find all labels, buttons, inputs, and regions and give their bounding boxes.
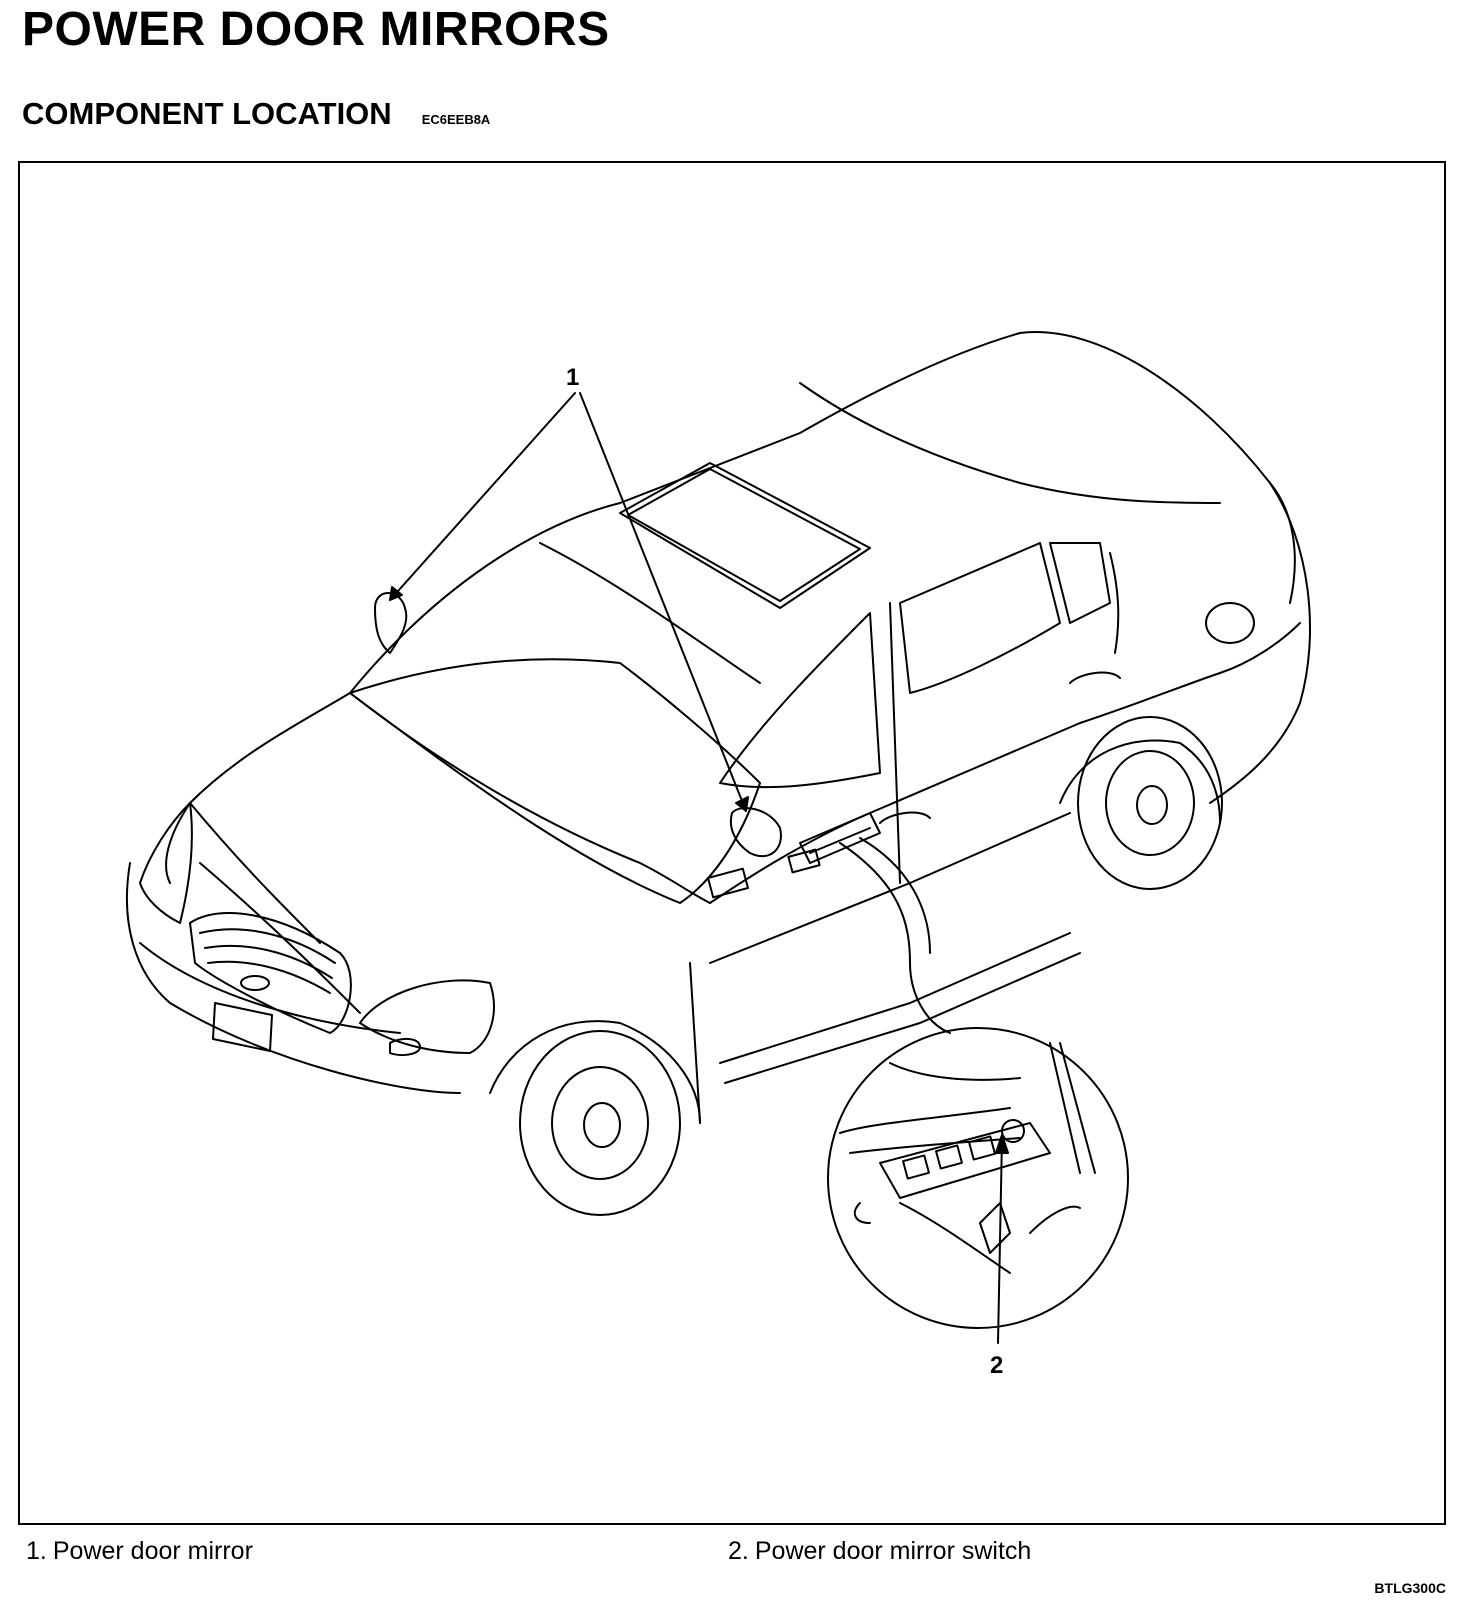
switch-detail-inset — [827, 1027, 1129, 1329]
badge — [240, 975, 270, 991]
legend-label: Power door mirror — [52, 1537, 253, 1565]
sunroof — [619, 462, 871, 609]
car-body — [126, 331, 1311, 1216]
front-wheel — [489, 1020, 701, 1216]
license-plate — [212, 1002, 273, 1052]
window-switch-panel — [879, 1122, 1051, 1199]
power-door-mirror-left — [374, 592, 408, 654]
rear-door-handle — [1069, 671, 1121, 684]
front-door-window — [719, 612, 881, 789]
section-code: EC6EEB8A — [421, 112, 491, 127]
section-title: COMPONENT LOCATION — [22, 96, 392, 131]
mirror-switch-knob — [1001, 1119, 1025, 1143]
car-illustration: 1 2 — [126, 331, 1311, 1379]
headlamp-left — [139, 802, 193, 924]
legend-label: Power door mirror switch — [754, 1537, 1032, 1565]
headlamp-right — [359, 979, 495, 1054]
windshield — [349, 658, 761, 904]
grille — [189, 912, 352, 1034]
callout-1-label: 1 — [566, 364, 579, 391]
figure-code: BTLG300C — [1374, 1580, 1446, 1596]
page-title: POWER DOOR MIRRORS — [22, 3, 610, 56]
front-door-handle — [879, 811, 931, 824]
legend-item-power-door-mirror: 1. Power door mirror — [26, 1537, 253, 1566]
legend-number: 1. — [26, 1537, 47, 1565]
rear-door-window — [899, 542, 1061, 694]
callout-2-leader — [995, 1134, 1009, 1344]
fuel-door — [1205, 602, 1255, 644]
callout-2-label: 2 — [990, 1352, 1003, 1379]
legend-item-power-door-mirror-switch: 2. Power door mirror switch — [728, 1537, 1031, 1566]
door-switch-small — [799, 812, 881, 864]
figure-frame: 1 2 — [18, 161, 1446, 1525]
power-door-mirror-right — [730, 807, 782, 858]
rear-wheel — [1059, 716, 1223, 890]
callout-1-leaders — [389, 392, 749, 812]
legend-number: 2. — [728, 1537, 749, 1565]
section-heading: COMPONENT LOCATION EC6EEB8A — [22, 96, 490, 132]
